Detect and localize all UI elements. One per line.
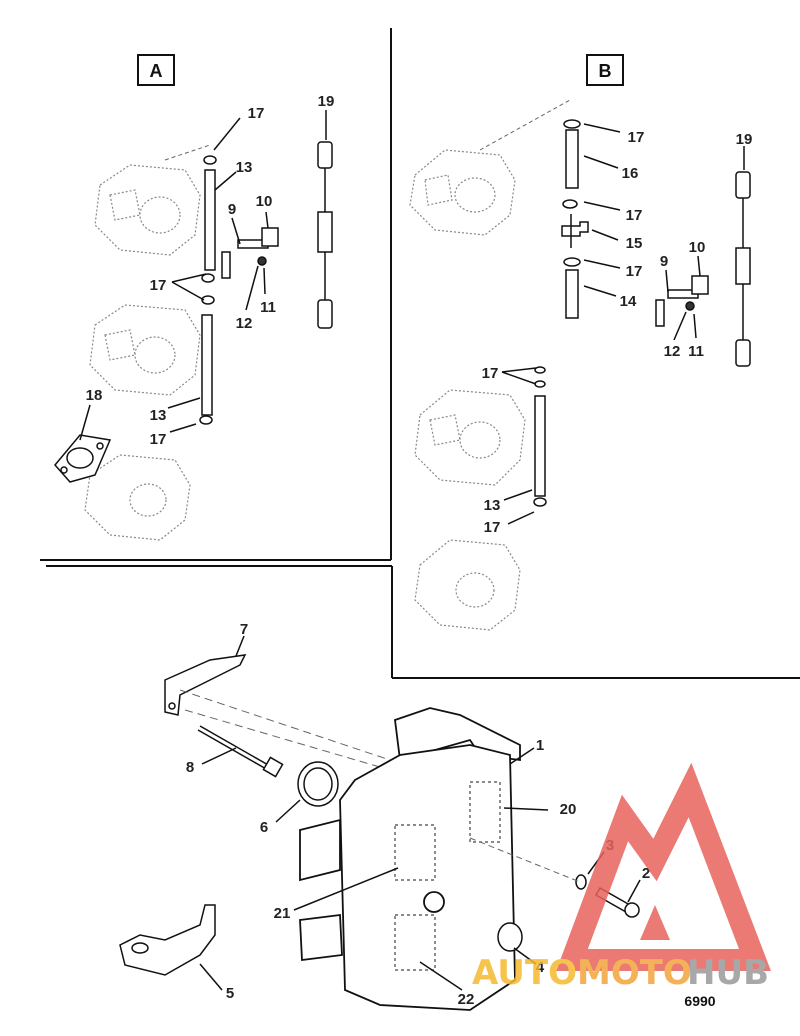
callout-4: 4 (536, 959, 545, 976)
carburetor-upper-a (94, 164, 201, 256)
bracket-5 (119, 904, 216, 976)
section-a: A (54, 54, 335, 541)
primer-fitting-a (221, 227, 279, 279)
leader-dashed (164, 144, 211, 161)
callout-15: 15 (626, 235, 643, 252)
callout-17: 17 (626, 263, 643, 280)
callout-16: 16 (622, 165, 639, 182)
leaders-main (199, 635, 641, 991)
callout-11: 11 (260, 299, 276, 316)
internal-detail (394, 781, 501, 971)
carburetor-upper-b (409, 149, 516, 236)
callout-20: 20 (560, 801, 577, 818)
watermark-text-moto: MOTO (577, 953, 692, 993)
section-a-label-box (137, 54, 175, 86)
callout-21: 21 (274, 905, 291, 922)
callout-13: 13 (150, 407, 167, 424)
watermark-triangle-inner (640, 905, 670, 940)
callout-10: 10 (689, 239, 706, 256)
leader-dashed (479, 99, 571, 151)
callout-17: 17 (626, 207, 643, 224)
callout-19: 19 (318, 93, 335, 110)
hose-assembly-b (533, 119, 589, 507)
callout-17: 17 (628, 129, 645, 146)
washer-3 (575, 874, 587, 890)
callout-18: 18 (86, 387, 103, 404)
carburetor-middle-a (89, 304, 201, 396)
callout-1: 1 (536, 737, 544, 754)
callout-22: 22 (458, 991, 475, 1008)
callout-6: 6 (260, 819, 268, 836)
section-borders (40, 28, 800, 679)
leaders-b (501, 123, 745, 525)
o-ring-6 (297, 761, 339, 807)
callout-5: 5 (226, 985, 234, 1002)
watermark: AUTO MOTO HUB (472, 762, 771, 993)
primer-fitting-b (655, 275, 709, 327)
callout-14: 14 (620, 293, 637, 310)
section-b-title: B (599, 61, 612, 81)
callout-10: 10 (256, 193, 273, 210)
callout-13: 13 (236, 159, 253, 176)
link-rod-19-b (735, 171, 751, 367)
alignment-line (184, 709, 391, 771)
housing-1 (299, 707, 521, 1011)
section-a-title: A (150, 61, 163, 81)
callout-17: 17 (484, 519, 501, 536)
callout-9: 9 (660, 253, 668, 270)
bolt-8 (197, 725, 284, 778)
watermark-text-auto: AUTO (472, 953, 577, 993)
alignment-line (179, 689, 391, 761)
callout-17: 17 (482, 365, 499, 382)
carburetor-lower-a (84, 454, 191, 541)
callout-12: 12 (664, 343, 681, 360)
callout-17: 17 (248, 105, 265, 122)
watermark-triangle-logo (556, 762, 771, 971)
callout-8: 8 (186, 759, 194, 776)
main-assembly: 7 8 6 1 20 3 2 21 5 4 22 6990 (119, 621, 716, 1011)
gasket-18 (54, 434, 112, 483)
callout-11: 11 (688, 343, 704, 360)
callout-12: 12 (236, 315, 253, 332)
callout-9: 9 (228, 201, 236, 218)
figure-number: 6990 (684, 993, 715, 1009)
bracket-7 (164, 654, 247, 716)
callout-13: 13 (484, 497, 501, 514)
carburetor-middle-b (414, 389, 526, 486)
section-b-label-box (586, 54, 624, 86)
watermark-text-hub: HUB (687, 953, 769, 993)
section-b: B (409, 54, 753, 631)
callout-17: 17 (150, 277, 167, 294)
carburetor-lower-b (414, 539, 521, 631)
hose-13-upper (199, 155, 217, 425)
callout-2: 2 (642, 865, 650, 882)
link-rod-19-a (317, 141, 333, 329)
callout-7: 7 (240, 621, 248, 638)
callout-17: 17 (150, 431, 167, 448)
callout-19: 19 (736, 131, 753, 148)
plug-4 (497, 922, 523, 952)
leaders-a (79, 110, 327, 441)
